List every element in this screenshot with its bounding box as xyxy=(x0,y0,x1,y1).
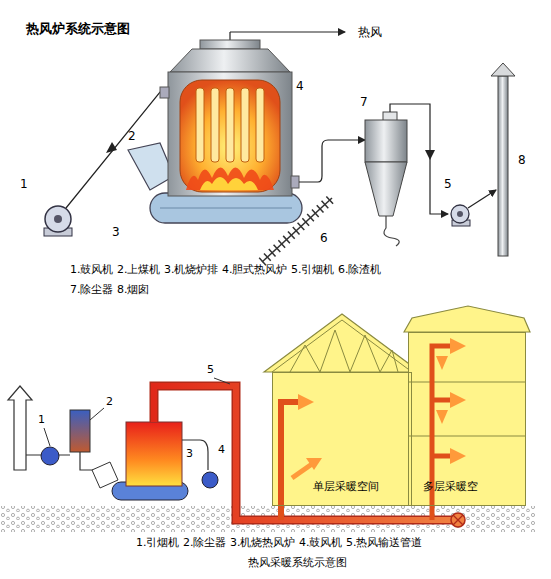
legend-line: 1.引烟机 2.除尘器 3.机烧热风炉 4.鼓风机 5.热风输送管道 xyxy=(136,537,422,550)
blower xyxy=(182,440,218,488)
legend-line: 1.鼓风机 2.上煤机 3.机烧炉排 4.胆式热风炉 5.引烟机 6.除渣机 xyxy=(70,264,381,277)
diagram-title: 热风炉系统示意图 xyxy=(26,22,130,37)
hot-air-furnace xyxy=(92,422,188,500)
callout-number: 4 xyxy=(296,80,304,94)
flue-duct xyxy=(468,190,496,208)
callout-number: 1 xyxy=(20,178,28,192)
chain-grate xyxy=(150,193,302,223)
building-space: 单层采暖空间 xyxy=(272,372,412,506)
callout-number: 2 xyxy=(128,130,136,144)
callout-number: 6 xyxy=(320,232,328,246)
dust-collector xyxy=(70,408,110,470)
single-storey-building xyxy=(264,314,420,520)
induced-fan xyxy=(451,205,470,226)
callout-number: 2 xyxy=(106,396,113,409)
callout-number: 5 xyxy=(444,178,452,192)
flow-label: 热风 xyxy=(358,26,382,40)
furnace xyxy=(160,32,345,196)
cyclone-collector xyxy=(365,112,407,246)
chimney xyxy=(491,63,515,256)
multi-storey-building xyxy=(404,306,530,520)
callout-number: 3 xyxy=(186,448,193,461)
building-space: 多层采暖空 xyxy=(408,332,526,506)
induced-fan xyxy=(26,428,70,465)
flue-duct xyxy=(299,140,365,182)
callout-number: 7 xyxy=(360,96,368,110)
flow-arrow xyxy=(106,142,117,153)
callout-number: 1 xyxy=(38,414,45,427)
diagram-caption: 热风采暖系统示意图 xyxy=(248,557,347,570)
callout-number: 4 xyxy=(218,444,225,457)
coal-feeder xyxy=(128,143,174,190)
callout-number: 8 xyxy=(518,154,526,168)
exhaust-arrow xyxy=(8,386,32,470)
callout-number: 5 xyxy=(207,364,214,377)
callout-number: 3 xyxy=(112,226,120,240)
blower xyxy=(44,206,72,236)
legend-line: 7.除尘器 8.烟囱 xyxy=(70,284,150,297)
slag-conveyor xyxy=(262,198,332,262)
building-label: 单层采暖空间 xyxy=(313,481,379,494)
building-label: 多层采暖空 xyxy=(423,481,478,494)
flue-duct xyxy=(390,104,448,214)
